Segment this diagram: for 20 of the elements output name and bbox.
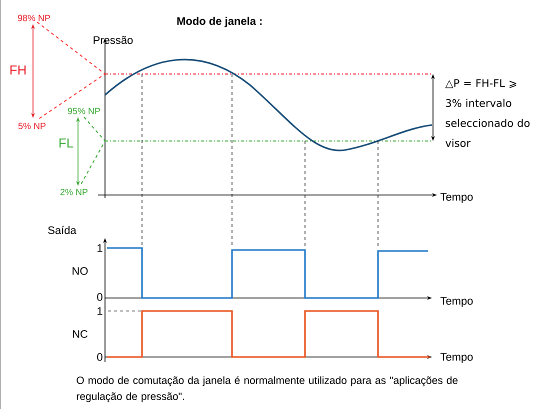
tick-label: 0: [97, 353, 102, 361]
tick-label: 0: [97, 293, 102, 301]
signal-label: NC: [72, 330, 88, 338]
axis-label: Tempo: [440, 353, 473, 363]
annotation-text: △P = FH-FL ⩾ 3% intervalo seleccionado do visor: [445, 79, 530, 147]
value-label: 95% NP: [68, 108, 100, 114]
range-label: FL: [60, 138, 74, 148]
signal-label: NO: [72, 267, 88, 275]
value-label: 2% NP: [60, 188, 88, 196]
axis-label: Pressão: [94, 36, 133, 44]
axis-label: Saída: [48, 226, 76, 234]
value-label: 98% NP: [18, 14, 50, 22]
tick-label: 1: [98, 307, 102, 315]
caption: O modo de comutação da janela é normalmente utilizado para as "aplicações de regulação de pressão".: [76, 376, 458, 402]
range-label: FH: [10, 66, 26, 74]
value-label: 5% NP: [18, 122, 46, 130]
axis-label: Tempo: [440, 297, 473, 307]
title: Modo de janela :: [177, 16, 262, 28]
tick-label: 1: [98, 244, 102, 252]
axis-label: Tempo: [440, 193, 473, 203]
